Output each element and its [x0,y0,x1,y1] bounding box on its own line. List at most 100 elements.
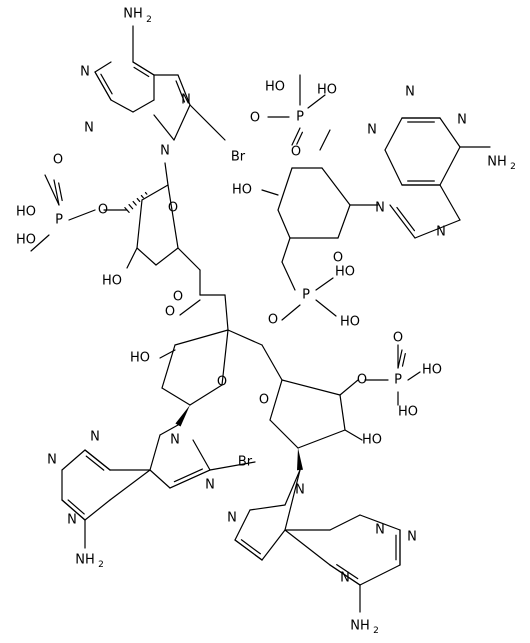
bond [277,167,293,211]
wedge-bond [297,448,303,471]
bond [281,261,296,291]
ring-nitrogen: N [457,113,467,128]
bond [153,114,175,141]
bond [167,184,179,249]
bond [44,174,60,206]
bond [329,514,361,531]
phosphate-oxygen: O [53,153,63,168]
double-bond [169,469,211,489]
double-bond-inner [100,73,113,95]
bond [164,162,169,186]
ring-oxygen: O [259,393,269,408]
hash-bond [132,200,137,206]
bond [414,219,461,239]
bond [189,384,223,406]
bond [261,189,279,196]
ring-nitrogen: N [405,85,415,100]
bond [269,419,299,449]
ring-nitrogen: N [295,483,305,498]
ring-nitrogen: N [205,478,215,493]
phosphorus-label: P [302,288,310,303]
bond [297,429,346,449]
bond [359,564,401,586]
ring-nitrogen: N [90,430,100,445]
hydroxyl-label: HO [16,205,36,220]
phosphorus-label: P [55,213,63,228]
bond [109,469,151,501]
bond [155,247,179,266]
bond [141,184,169,201]
bond [315,277,334,291]
bond [307,94,326,109]
bond [277,209,291,239]
amine-subscript: 2 [373,626,379,636]
bond [281,304,301,321]
hydroxyl-label: HO [422,363,442,378]
bond [149,469,171,489]
bond [281,237,291,263]
phosphorus-label: P [296,110,304,125]
ring-nitrogen: N [227,511,237,526]
ring-nitrogen: N [67,513,77,528]
ring-nitrogen: N [367,123,377,138]
hydroxyl-label: HO [102,274,122,289]
bond [359,514,401,531]
bond [221,329,229,386]
ring-nitrogen: N [47,453,57,468]
double-bond [234,539,263,561]
ring-nitrogen: N [84,121,94,136]
amine-label: NH [123,7,143,22]
bond [339,394,346,431]
ring-oxygen: O [168,201,178,216]
bond [384,149,403,186]
bond [224,294,229,331]
bond [161,344,176,389]
bond [315,299,337,317]
bond [149,434,161,471]
phosphate-oxygen: O [268,313,278,328]
bond [209,461,256,471]
bond [94,61,112,73]
bond [249,504,286,511]
phosphorus-label: P [394,373,402,388]
ring-nitrogen: N [407,530,417,545]
amine-subscript: 2 [98,560,104,570]
hydroxyl-label: HO [362,433,382,448]
hash-bond [128,203,134,210]
ring-nitrogen: N [170,433,180,448]
double-bond [132,61,155,76]
hydroxyl-label: HO [265,80,285,95]
bond [177,247,201,271]
bond [339,379,359,396]
double-bond-inner [58,182,63,202]
bond [136,247,157,266]
bond [344,429,363,441]
phosphate-oxygen: O [357,373,367,388]
bond [384,117,403,151]
double-bond [61,499,86,521]
bond [227,329,263,346]
bond [192,439,211,471]
ring-nitrogen: N [436,225,446,240]
bond [132,99,155,113]
hydroxyl-label: HO [317,83,337,98]
bond [61,449,86,471]
bond [281,379,341,396]
double-bond [53,179,60,206]
double-bond-inner [396,206,416,232]
bond [161,387,191,406]
ring-nitrogen: N [80,65,90,80]
bond [337,204,351,239]
double-bond [329,564,361,586]
bond [321,167,351,206]
bond [84,499,111,521]
double-bond-inner [67,499,85,515]
amine-subscript: 2 [510,162,516,172]
hydroxyl-label: HO [398,405,418,420]
bromine-bond [189,104,226,141]
bond [174,329,229,346]
ring-nitrogen: N [340,571,350,586]
bond-lines [30,25,491,613]
